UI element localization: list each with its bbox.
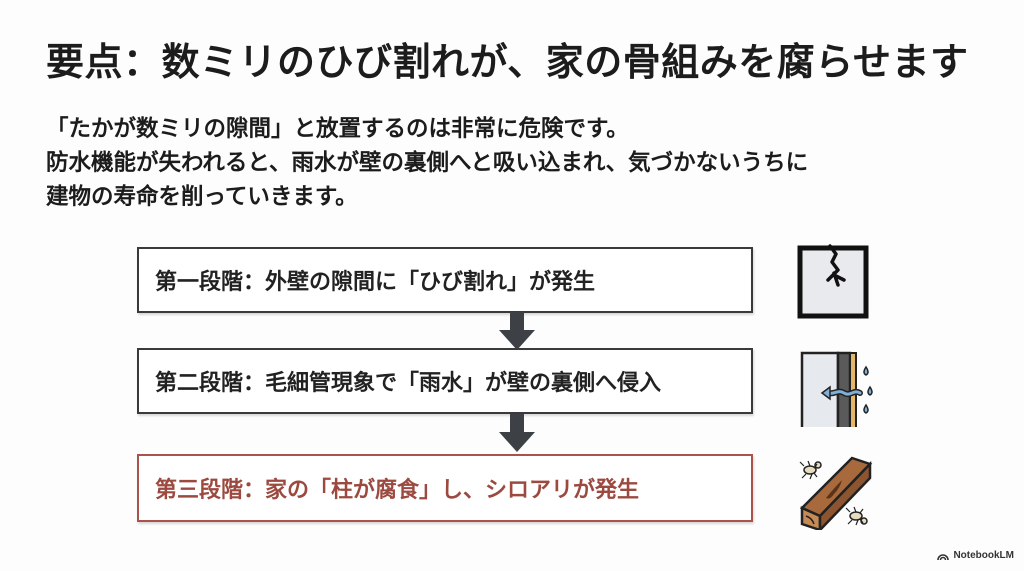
- down-arrow-icon: [499, 312, 535, 350]
- notebooklm-logo-icon: [937, 553, 950, 560]
- step-1-label: 第一段階：外壁の隙間に「ひび割れ」が発生: [155, 270, 596, 295]
- slide-title: 要点：数ミリのひび割れが、家の骨組みを腐らせます: [46, 40, 969, 84]
- body-line-2: 防水機能が失われると、雨水が壁の裏側へと吸い込まれ、気づかないうちに: [46, 150, 809, 176]
- body-line-1: 「たかが数ミリの隙間」と放置するのは非常に危険です。: [46, 116, 629, 142]
- step-2-box: 第二段階：毛細管現象で「雨水」が壁の裏側へ侵入: [137, 348, 753, 414]
- step-1-box: 第一段階：外壁の隙間に「ひび割れ」が発生: [137, 247, 753, 313]
- water-intrusion-icon: [800, 351, 873, 427]
- down-arrow-icon: [499, 414, 535, 452]
- step-3-box: 第三段階：家の「柱が腐食」し、シロアリが発生: [137, 454, 753, 522]
- body-line-3: 建物の寿命を削っていきます。: [46, 184, 358, 210]
- slide-body: 「たかが数ミリの隙間」と放置するのは非常に危険です。 防水機能が失われると、雨水…: [46, 112, 808, 214]
- cracked-wall-icon: [797, 244, 869, 319]
- notebooklm-branding: NotebookLM: [937, 550, 1014, 561]
- step-3-label: 第三段階：家の「柱が腐食」し、シロアリが発生: [155, 478, 640, 503]
- step-2-label: 第二段階：毛細管現象で「雨水」が壁の裏側へ侵入: [155, 371, 662, 396]
- rotten-pillar-termites-icon: [799, 456, 873, 530]
- branding-label: NotebookLM: [953, 550, 1014, 561]
